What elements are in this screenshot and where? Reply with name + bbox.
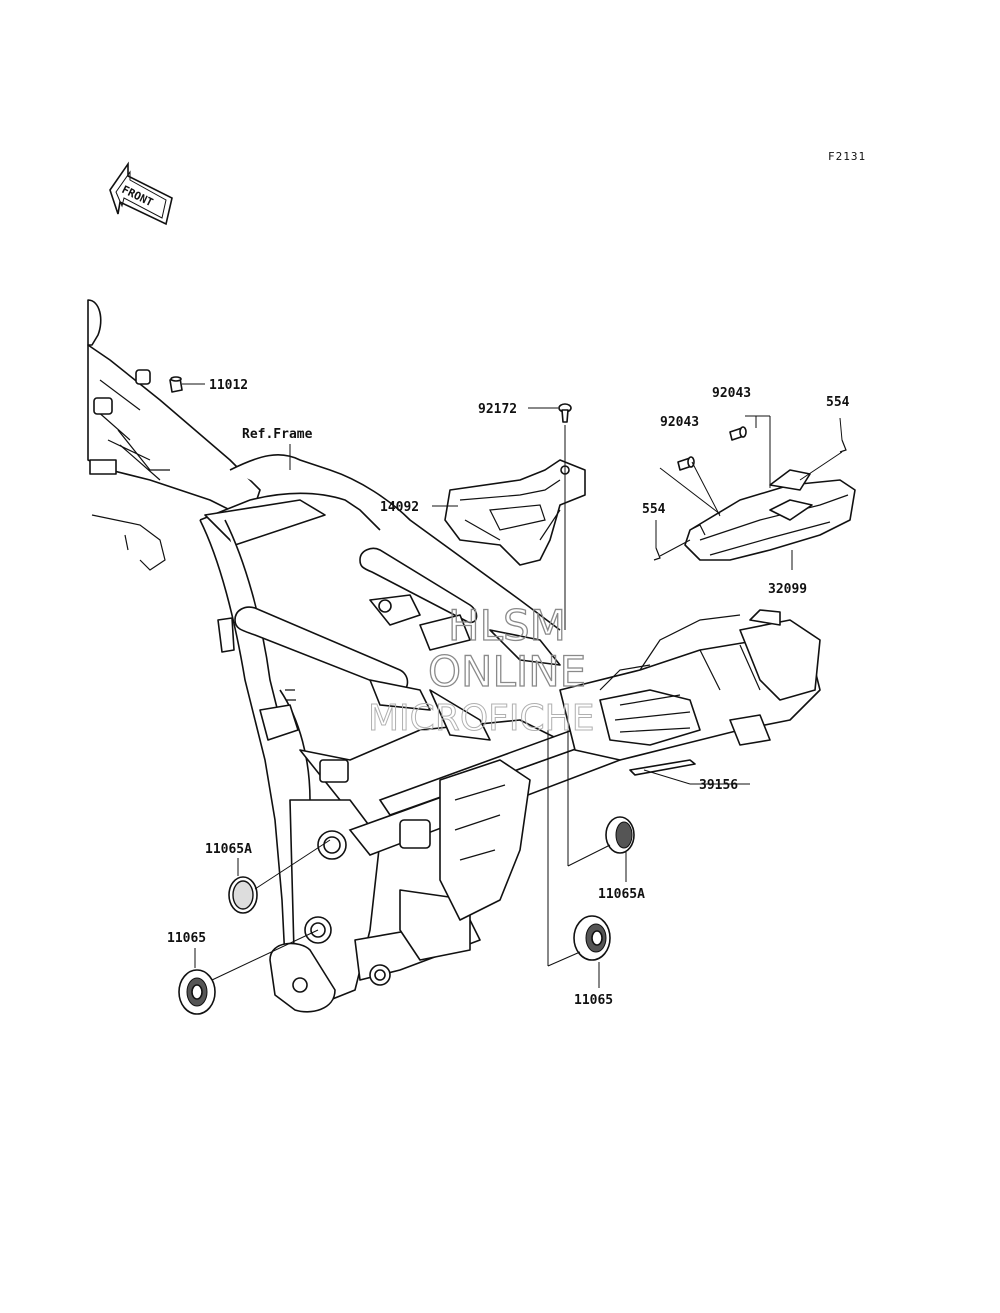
grommet-11065-left	[178, 969, 216, 1015]
part-label-11065-right: 11065	[574, 993, 613, 1008]
part-label-92043-top: 92043	[712, 386, 751, 401]
plug-11065A-right	[605, 816, 635, 854]
pin-92043-top	[729, 426, 747, 441]
leader-lines	[182, 383, 843, 988]
screw-92172	[558, 403, 572, 423]
part-label-39156: 39156	[699, 778, 738, 793]
battery-case-bracket-14092	[444, 459, 586, 566]
clip-554-top	[839, 439, 847, 453]
part-label-14092: 14092	[380, 500, 419, 515]
part-label-11065A-left: 11065A	[205, 842, 252, 857]
watermark: HLSM ONLINE MICROFICHE	[368, 600, 595, 739]
watermark-line-2: ONLINE	[428, 647, 586, 696]
pin-92043-left	[677, 456, 695, 471]
reference-label-frame: Ref.Frame	[242, 427, 313, 442]
part-label-554-top: 554	[826, 395, 850, 410]
part-label-11065A-right: 11065A	[598, 887, 645, 902]
cap-11012	[169, 376, 183, 393]
part-label-11065-left: 11065	[167, 931, 206, 946]
part-label-92172: 92172	[478, 402, 517, 417]
strip-39156	[629, 759, 696, 776]
watermark-line-3: MICROFICHE	[368, 698, 594, 739]
part-label-11012: 11012	[209, 378, 248, 393]
motorcycle-frame	[87, 299, 821, 1013]
watermark-line-1: HLSM	[448, 601, 566, 650]
cover-32099	[684, 469, 856, 561]
plug-11065A-left	[228, 876, 258, 914]
grommet-11065-right	[573, 915, 611, 961]
part-label-32099: 32099	[768, 582, 807, 597]
part-label-92043-left: 92043	[660, 415, 699, 430]
front-direction-arrow-icon: FRONT	[109, 161, 173, 226]
diagram-code: F2131	[828, 150, 866, 163]
clip-554-left	[653, 547, 661, 561]
part-label-554-left: 554	[642, 502, 666, 517]
